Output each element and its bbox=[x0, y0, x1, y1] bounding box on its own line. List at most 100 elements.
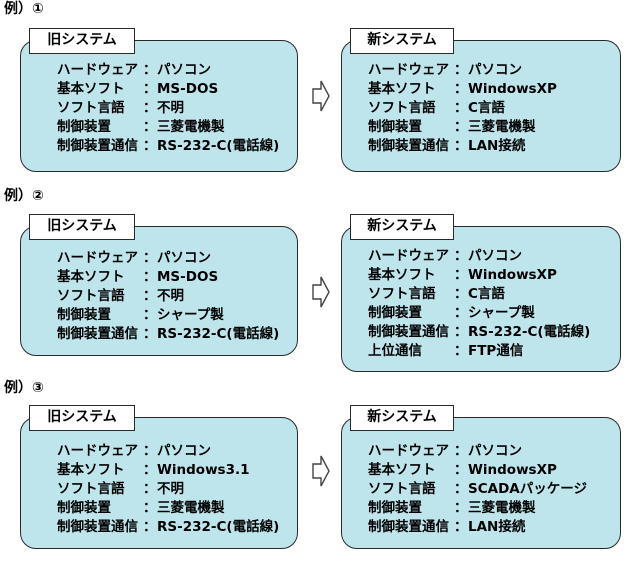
spec-value: C言語 bbox=[468, 100, 505, 116]
spec-row-hardware: ハードウェア ： パソコン bbox=[368, 442, 618, 460]
spec-key: 制御装置 bbox=[368, 305, 422, 321]
example-label: 例）③ bbox=[4, 380, 44, 396]
spec-key: ハードウェア bbox=[57, 250, 138, 266]
spec-value: パソコン bbox=[157, 62, 211, 78]
spec-key: ハードウェア bbox=[57, 443, 138, 459]
spec-value: RS-232-C(電話線) bbox=[157, 326, 280, 342]
spec-value: LAN接続 bbox=[468, 519, 526, 535]
spec-separator: ： bbox=[454, 343, 468, 359]
spec-row-controller-comm: 制御装置通信 ： RS-232-C(電話線) bbox=[57, 325, 297, 343]
spec-separator: ： bbox=[143, 326, 157, 342]
spec-row-upper-comm: 上位通信 ： FTP通信 bbox=[368, 342, 618, 360]
spec-value: 不明 bbox=[157, 481, 184, 497]
spec-row-controller: 制御装置 ： シャープ製 bbox=[57, 306, 297, 324]
spec-value: MS-DOS bbox=[157, 269, 219, 285]
spec-key: 制御装置 bbox=[57, 500, 111, 516]
spec-row-os: 基本ソフト ： Windows3.1 bbox=[57, 461, 297, 479]
spec-value: パソコン bbox=[157, 443, 211, 459]
spec-value: SCADAパッケージ bbox=[468, 481, 587, 497]
spec-separator: ： bbox=[454, 100, 468, 116]
spec-separator: ： bbox=[454, 138, 468, 154]
spec-separator: ： bbox=[143, 307, 157, 323]
spec-row-os: 基本ソフト ： WindowsXP bbox=[368, 80, 618, 98]
spec-value: Windows3.1 bbox=[157, 462, 250, 478]
spec-key: 基本ソフト bbox=[368, 81, 436, 97]
spec-key: ハードウェア bbox=[57, 62, 138, 78]
spec-key: ハードウェア bbox=[368, 62, 449, 78]
spec-row-controller-comm: 制御装置通信 ： RS-232-C(電話線) bbox=[368, 323, 618, 341]
spec-separator: ： bbox=[454, 119, 468, 135]
spec-value: パソコン bbox=[468, 62, 522, 78]
spec-value: WindowsXP bbox=[468, 267, 557, 283]
example-2: 例）② 旧システム ハードウェア ： パソコン 基本ソフト ： MS-DOS ソ… bbox=[0, 184, 640, 379]
spec-value: RS-232-C(電話線) bbox=[157, 138, 280, 154]
spec-value: LAN接続 bbox=[468, 138, 526, 154]
spec-value: MS-DOS bbox=[157, 81, 219, 97]
old-system-title: 旧システム bbox=[29, 28, 135, 54]
spec-separator: ： bbox=[143, 462, 157, 478]
spec-key: ハードウェア bbox=[368, 443, 449, 459]
spec-row-hardware: ハードウェア ： パソコン bbox=[368, 61, 618, 79]
new-system-title: 新システム bbox=[350, 405, 454, 431]
spec-row-os: 基本ソフト ： WindowsXP bbox=[368, 461, 618, 479]
spec-key: 基本ソフト bbox=[368, 267, 436, 283]
spec-separator: ： bbox=[454, 500, 468, 516]
example-3: 例）③ 旧システム ハードウェア ： パソコン 基本ソフト ： Windows3… bbox=[0, 377, 640, 563]
spec-row-hardware: ハードウェア ： パソコン bbox=[57, 61, 297, 79]
new-system-title: 新システム bbox=[350, 28, 454, 54]
new-system-panel: 新システム ハードウェア ： パソコン 基本ソフト ： WindowsXP ソフ… bbox=[341, 405, 621, 549]
old-system-title: 旧システム bbox=[29, 405, 135, 431]
example-label: 例）② bbox=[4, 188, 44, 204]
spec-row-controller-comm: 制御装置通信 ： RS-232-C(電話線) bbox=[57, 137, 297, 155]
right-arrow-outline-icon bbox=[312, 455, 330, 487]
spec-key: 上位通信 bbox=[368, 343, 422, 359]
spec-key: ソフト言語 bbox=[368, 100, 436, 116]
spec-row-os: 基本ソフト ： MS-DOS bbox=[57, 80, 297, 98]
spec-row-hardware: ハードウェア ： パソコン bbox=[57, 442, 297, 460]
spec-key: ソフト言語 bbox=[368, 286, 436, 302]
spec-key: ソフト言語 bbox=[57, 288, 125, 304]
spec-separator: ： bbox=[454, 324, 468, 340]
spec-row-language: ソフト言語 ： 不明 bbox=[57, 99, 297, 117]
spec-row-controller: 制御装置 ： 三菱電機製 bbox=[57, 118, 297, 136]
spec-key: 制御装置通信 bbox=[368, 324, 449, 340]
old-system-title: 旧システム bbox=[29, 214, 135, 240]
spec-value: パソコン bbox=[468, 248, 522, 264]
spec-value: RS-232-C(電話線) bbox=[468, 324, 591, 340]
spec-value: RS-232-C(電話線) bbox=[157, 519, 280, 535]
spec-key: 制御装置通信 bbox=[368, 519, 449, 535]
spec-row-language: ソフト言語 ： C言語 bbox=[368, 99, 618, 117]
spec-row-language: ソフト言語 ： 不明 bbox=[57, 287, 297, 305]
spec-row-controller-comm: 制御装置通信 ： RS-232-C(電話線) bbox=[57, 518, 297, 536]
spec-value: シャープ製 bbox=[468, 305, 535, 321]
spec-key: ソフト言語 bbox=[368, 481, 436, 497]
spec-value: WindowsXP bbox=[468, 81, 557, 97]
spec-key: 制御装置通信 bbox=[57, 326, 138, 342]
new-system-panel: 新システム ハードウェア ： パソコン 基本ソフト ： WindowsXP ソフ… bbox=[341, 214, 621, 372]
spec-row-hardware: ハードウェア ： パソコン bbox=[57, 249, 297, 267]
spec-separator: ： bbox=[454, 481, 468, 497]
spec-separator: ： bbox=[454, 267, 468, 283]
spec-key: ソフト言語 bbox=[57, 100, 125, 116]
right-arrow-outline-icon bbox=[312, 80, 330, 112]
old-system-panel: 旧システム ハードウェア ： パソコン 基本ソフト ： MS-DOS ソフト言語… bbox=[20, 28, 298, 172]
spec-key: ソフト言語 bbox=[57, 481, 125, 497]
spec-key: 基本ソフト bbox=[57, 81, 125, 97]
example-label: 例）① bbox=[4, 1, 44, 17]
old-system-panel: 旧システム ハードウェア ： パソコン 基本ソフト ： MS-DOS ソフト言語… bbox=[20, 214, 298, 356]
spec-separator: ： bbox=[454, 519, 468, 535]
spec-row-controller-comm: 制御装置通信 ： LAN接続 bbox=[368, 518, 618, 536]
spec-separator: ： bbox=[143, 81, 157, 97]
new-system-title: 新システム bbox=[350, 214, 454, 240]
spec-key: 基本ソフト bbox=[57, 269, 125, 285]
spec-row-os: 基本ソフト ： WindowsXP bbox=[368, 266, 618, 284]
spec-separator: ： bbox=[143, 62, 157, 78]
spec-value: 三菱電機製 bbox=[468, 119, 536, 135]
spec-separator: ： bbox=[454, 443, 468, 459]
spec-key: 制御装置 bbox=[57, 307, 111, 323]
spec-value: FTP通信 bbox=[468, 343, 524, 359]
spec-separator: ： bbox=[143, 288, 157, 304]
spec-row-controller: 制御装置 ： 三菱電機製 bbox=[368, 499, 618, 517]
new-system-panel: 新システム ハードウェア ： パソコン 基本ソフト ： WindowsXP ソフ… bbox=[341, 28, 621, 172]
spec-key: 基本ソフト bbox=[368, 462, 436, 478]
